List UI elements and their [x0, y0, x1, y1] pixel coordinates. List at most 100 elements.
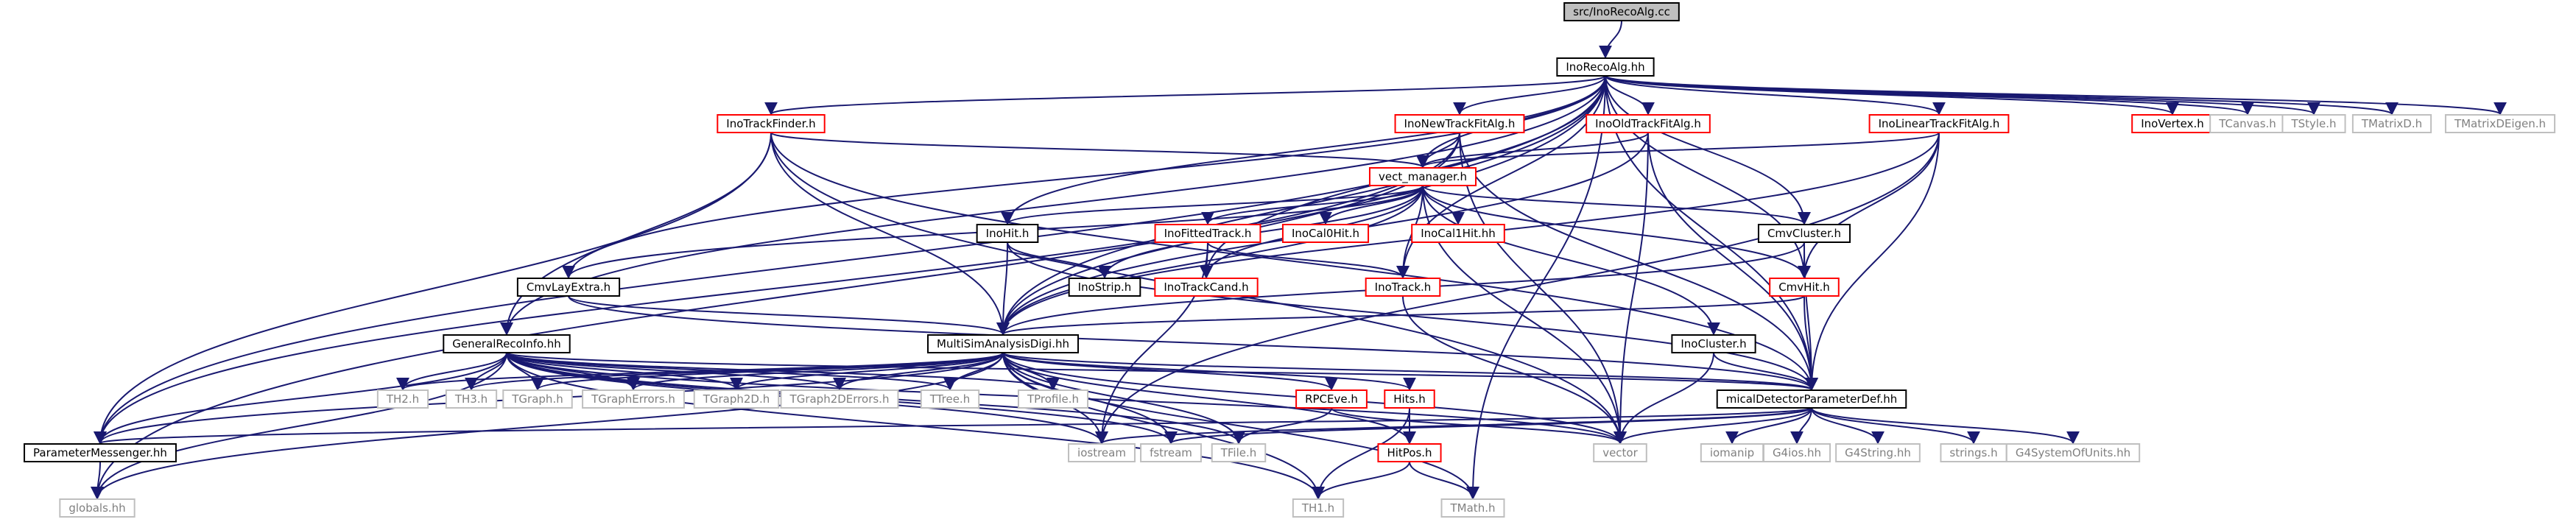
node-tgrapherrors: TGraphErrors.h [582, 389, 685, 409]
node-inotrack[interactable]: InoTrack.h [1365, 278, 1441, 297]
node-box [2209, 114, 2286, 133]
node-label: CmvLayExtra.h [527, 281, 610, 294]
node-inovertex[interactable]: InoVertex.h [2131, 114, 2214, 133]
node-label: G4ios.hh [1773, 446, 1821, 459]
node-label: vect_manager.h [1379, 170, 1467, 184]
node-tgraph: TGraph.h [502, 389, 573, 409]
node-label: src/InoRecoAlg.cc [1573, 5, 1670, 18]
node-box [1769, 278, 1840, 297]
edge-inorecoalg-to-globals [91, 75, 1606, 500]
edge-micaldetector-to-iomanip [1725, 407, 1812, 445]
node-tfile: TFile.h [1211, 443, 1267, 462]
node-box [1835, 443, 1921, 462]
edge-inotrackfinder-to-multisim [770, 132, 1010, 336]
node-label: InoCal0Hit.h [1292, 227, 1359, 240]
edge-inorecoalg-to-micaldetector [1605, 75, 1818, 391]
edge-hitpos-to-th1 [1312, 461, 1410, 500]
node-box [1068, 278, 1141, 297]
edge-inooldtrackfitalg-to-micaldetector [1647, 132, 1818, 391]
node-parametermessenger[interactable]: ParameterMessenger.hh [24, 443, 177, 462]
node-inohit[interactable]: InoHit.h [976, 224, 1039, 243]
node-rpceve[interactable]: RPCEve.h [1295, 389, 1368, 409]
node-inofittedtrack[interactable]: InoFittedTrack.h [1154, 224, 1261, 243]
node-box [717, 114, 826, 133]
edge-micaldetector-to-parametermessenger [94, 407, 1812, 445]
node-inotrackfinder[interactable]: InoTrackFinder.h [717, 114, 826, 133]
node-generalrecoinfo[interactable]: GeneralRecoInfo.hh [443, 334, 571, 353]
edge-cmvhit-to-micaldetector [1803, 295, 1818, 391]
node-label: TTree.h [929, 392, 970, 406]
edge-multisim-to-rpceve [1002, 352, 1338, 391]
node-cmvlayextra[interactable]: CmvLayExtra.h [516, 278, 621, 297]
node-micaldetector[interactable]: micalDetectorParameterDef.hh [1716, 389, 1907, 409]
node-label: G4String.hh [1845, 446, 1911, 459]
node-label: CmvHit.h [1778, 281, 1830, 294]
node-box [1365, 278, 1441, 297]
node-box [1586, 114, 1711, 133]
nodes-layer: src/InoRecoAlg.ccInoRecoAlg.hhInoTrackFi… [24, 2, 2556, 518]
node-hitpos[interactable]: HitPos.h [1377, 443, 1442, 462]
node-tgraph2d: TGraph2D.h [693, 389, 780, 409]
node-inocluster[interactable]: InoCluster.h [1671, 334, 1756, 353]
node-inocal0hit[interactable]: InoCal0Hit.h [1281, 224, 1370, 243]
node-box [1940, 443, 2007, 462]
node-multisim[interactable]: MultiSimAnalysisDigi.hh [927, 334, 1079, 353]
edge-micaldetector-to-fstream [1164, 407, 1812, 445]
node-box [1593, 443, 1647, 462]
node-box [1762, 443, 1831, 462]
node-box [1295, 389, 1368, 409]
node-tstyle: TStyle.h [2281, 114, 2346, 133]
node-hits[interactable]: Hits.h [1384, 389, 1435, 409]
node-box [1281, 224, 1370, 243]
node-inostrip[interactable]: InoStrip.h [1068, 278, 1141, 297]
node-globals: globals.hh [59, 498, 136, 518]
node-box [1563, 2, 1680, 21]
node-box [780, 389, 899, 409]
node-cmvhit[interactable]: CmvHit.h [1769, 278, 1840, 297]
edge-multisim-to-hits [1002, 352, 1416, 391]
node-inotrackcand[interactable]: InoTrackCand.h [1154, 278, 1259, 297]
node-label: iomanip [1710, 446, 1754, 459]
node-root[interactable]: src/InoRecoAlg.cc [1563, 2, 1680, 21]
edge-micaldetector-to-strings [1811, 407, 1980, 445]
node-label: TH2.h [386, 392, 419, 406]
node-box [1757, 224, 1851, 243]
edge-vectmanager-to-cmvcluster [1422, 185, 1811, 225]
edge-vectmanager-to-inostrip [1098, 185, 1424, 279]
node-vectmanager[interactable]: vect_manager.h [1368, 167, 1477, 186]
node-ttree: TTree.h [920, 389, 980, 409]
node-label: InoCal1Hit.hh [1421, 227, 1496, 240]
node-box [1154, 224, 1261, 243]
node-g4ios: G4ios.hh [1762, 443, 1831, 462]
node-box [445, 389, 498, 409]
edge-inorecoalg-to-parametermessenger [94, 75, 1606, 445]
node-box [1384, 389, 1435, 409]
node-box [376, 389, 429, 409]
edge-inolineartrackfitalg-to-vectmanager [1416, 132, 1940, 169]
edge-inolineartrackfitalg-to-cmvhit [1798, 132, 1940, 279]
edge-inorecoalg-to-inonewtrackfitalg [1453, 75, 1606, 116]
edge-inohit-to-inostrip [1007, 241, 1111, 279]
node-g4systemofunits: G4SystemOfUnits.hh [2005, 443, 2141, 462]
node-label: iostream [1077, 446, 1126, 459]
node-box [582, 389, 685, 409]
node-inolineartrackfitalg[interactable]: InoLinearTrackFitAlg.h [1868, 114, 2010, 133]
node-tprofile: TProfile.h [1017, 389, 1089, 409]
edge-cmvhit-to-multisim [996, 295, 1805, 336]
node-cmvcluster[interactable]: CmvCluster.h [1757, 224, 1851, 243]
node-inorecoalg[interactable]: InoRecoAlg.hh [1556, 57, 1655, 77]
node-label: InoOldTrackFitAlg.h [1595, 117, 1701, 130]
edge-vectmanager-to-cmvhit [1422, 185, 1811, 279]
edge-inorecoalg-to-tmatrixdeigen [1605, 75, 2507, 116]
node-g4string: G4String.hh [1835, 443, 1921, 462]
node-label: TProfile.h [1027, 392, 1079, 406]
edge-vectmanager-to-multisim [996, 185, 1424, 336]
edge-multisim-to-globals [91, 352, 1004, 500]
edge-multisim-to-micaldetector [1002, 352, 1818, 391]
edge-multisim-to-tgraph2d [730, 352, 1004, 391]
node-inocal1hit[interactable]: InoCal1Hit.hh [1411, 224, 1505, 243]
node-inooldtrackfitalg[interactable]: InoOldTrackFitAlg.h [1586, 114, 1711, 133]
node-label: TGraph.h [511, 392, 563, 406]
node-inonewtrackfitalg[interactable]: InoNewTrackFitAlg.h [1394, 114, 1525, 133]
edge-inorecoalg-to-tmatrixd [1605, 75, 2399, 116]
